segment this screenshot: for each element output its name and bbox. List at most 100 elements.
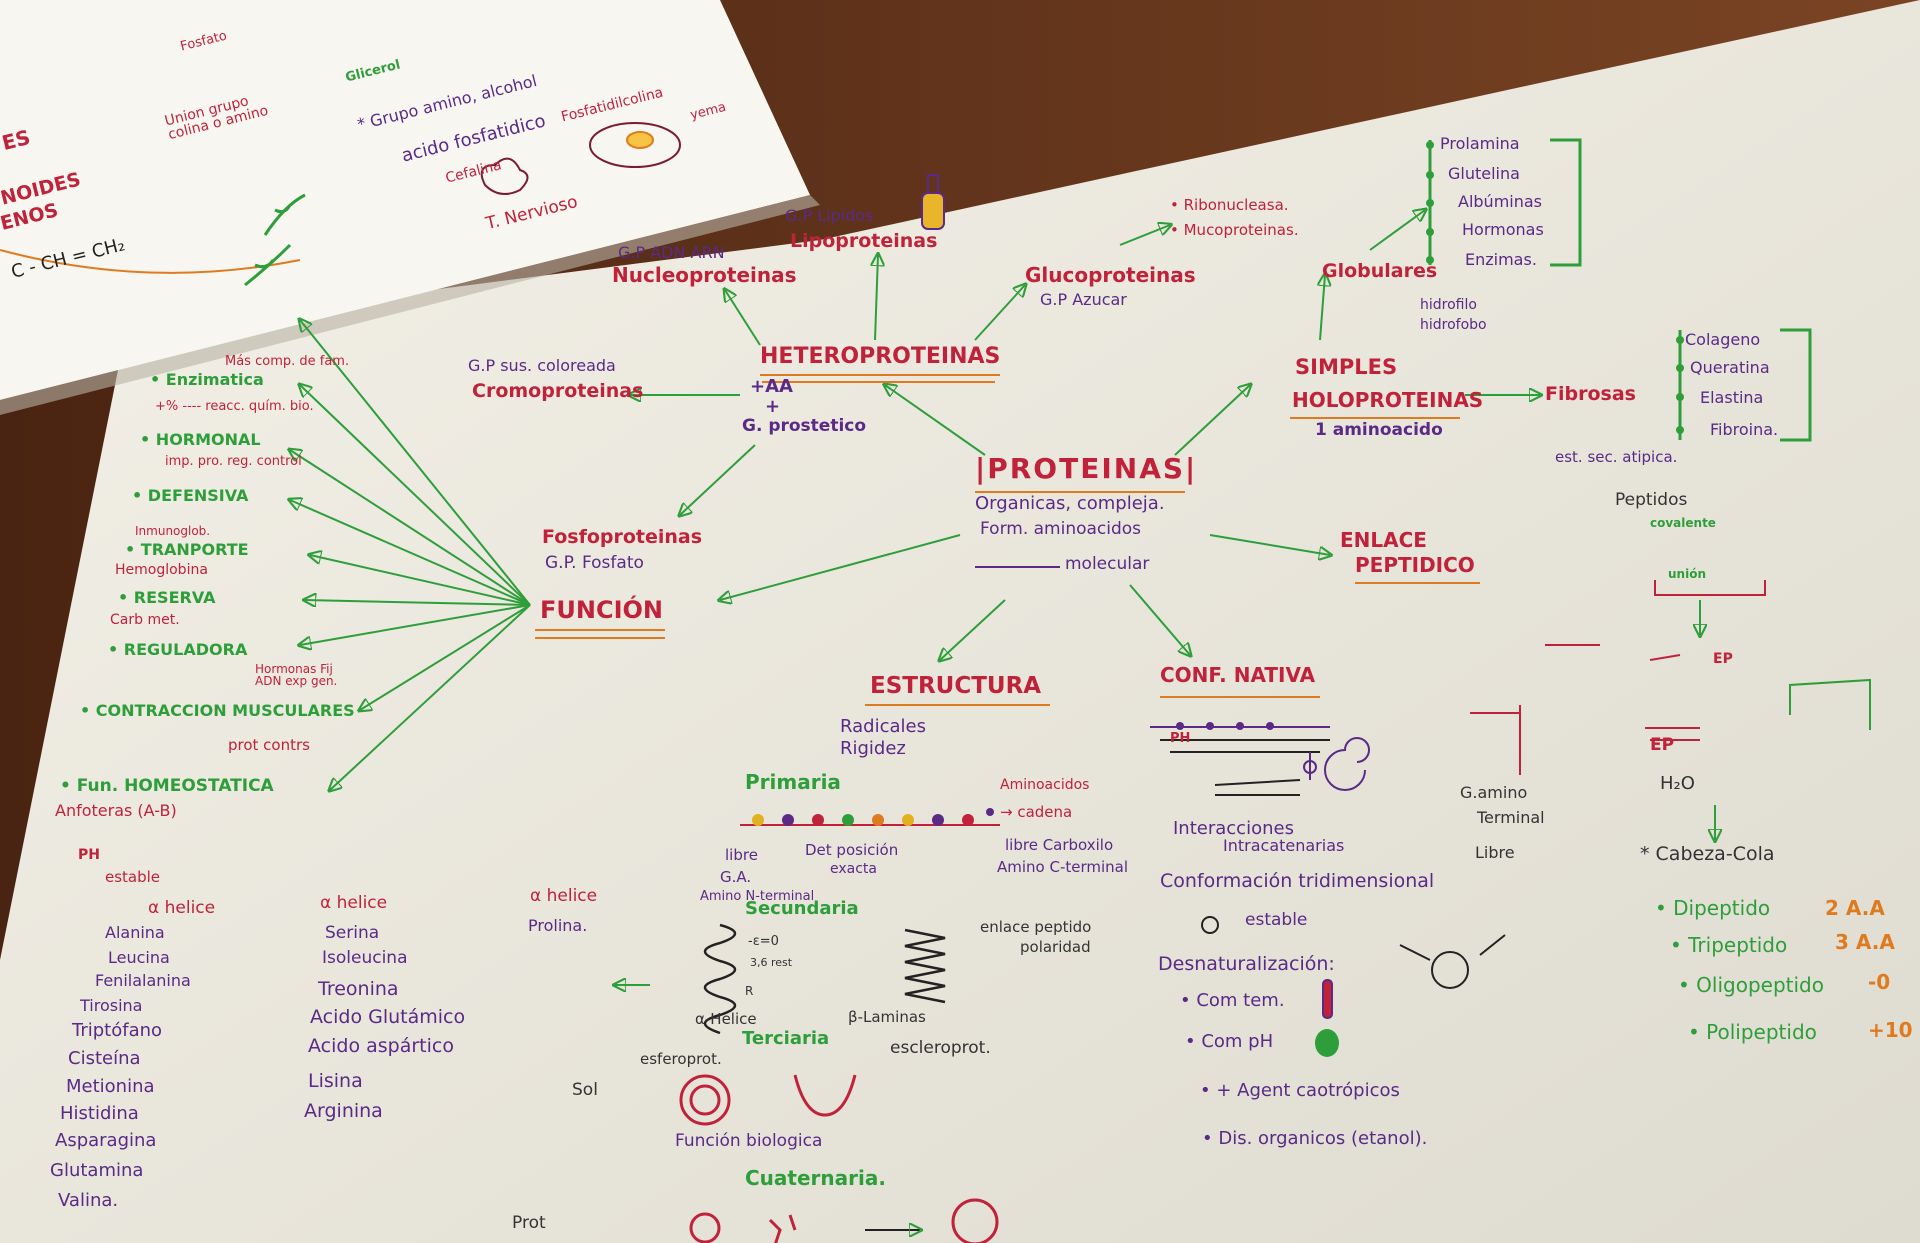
hidrofobo: hidrofobo (1420, 317, 1487, 333)
aa-metionina: Metionina (66, 1076, 155, 1097)
covalente: covalente (1650, 516, 1716, 530)
tertiary-shapes (679, 1074, 999, 1243)
funcion-fan-lines (290, 320, 531, 790)
aa-leucina: Leucina (108, 948, 170, 967)
cabeza-cola: * Cabeza-Cola (1640, 843, 1775, 865)
terciaria: Terciaria (742, 1028, 830, 1049)
g-amino: G.amino (1460, 783, 1528, 802)
proteinas-desc3: molecular (1065, 554, 1150, 574)
radicales: Radicales (840, 716, 926, 737)
aa-serina: Serina (325, 923, 380, 943)
amino-c: Amino C-terminal (997, 858, 1129, 876)
ep-1: EP (1713, 651, 1733, 667)
leaf-sketches (244, 193, 306, 287)
fibrosa-queratina: Queratina (1690, 358, 1770, 377)
esferoprot: esferoprot. (640, 1050, 722, 1068)
aa-triptofano: Triptófano (72, 1020, 163, 1041)
helix-param2: 3,6 rest (750, 956, 793, 969)
proteinas-title: |PROTEINAS| (975, 452, 1198, 485)
estructura: ESTRUCTURA (870, 673, 1042, 699)
funcion-reguladora: • REGULADORA (108, 640, 248, 659)
lipoproteinas: Lipoproteinas (790, 230, 938, 252)
com-ph: • Com pH (1185, 1031, 1274, 1052)
helix-r: R (745, 984, 754, 998)
dis-organicos: • Dis. organicos (etanol). (1202, 1128, 1428, 1149)
aa-alanina: Alanina (105, 923, 165, 942)
polipeptido-n: +10 (1868, 1018, 1913, 1042)
globular-albuminas: Albúminas (1458, 192, 1542, 211)
tripeptido: • Tripeptido (1670, 933, 1788, 957)
enlace-1: ENLACE (1340, 528, 1427, 552)
conf-ph: PH (1170, 731, 1191, 746)
funcion-defensiva-note: Inmunoglob. (135, 524, 211, 538)
alfa-helice-lbl: α-Helice (695, 1010, 757, 1028)
funcion-transporte-note: Hemoglobina (115, 562, 208, 578)
funcion-contraccion: • CONTRACCION MUSCULARES (80, 701, 355, 720)
oligopeptido: • Oligopeptido (1678, 973, 1824, 997)
prot: Prot (512, 1213, 546, 1233)
aa-treonina: Treonina (318, 978, 399, 1000)
proteinas-desc2: Form. aminoacidos (980, 519, 1142, 539)
funcion-enzimatica: • Enzimatica (150, 370, 264, 389)
funcion-hormonal: • HORMONAL (140, 430, 261, 449)
terminal: Terminal (1477, 808, 1545, 827)
funcion-transporte: • TRANPORTE (125, 540, 249, 559)
dipeptido: • Dipeptido (1655, 896, 1771, 920)
top-paper (0, 0, 810, 400)
globulares: Globulares (1322, 260, 1438, 282)
det-pos: Det posición (805, 841, 899, 859)
top-paper-shadow (0, 195, 820, 415)
funcion-reserva-note: Carb met. (110, 612, 180, 628)
funcion-homeostatica: • Fun. HOMEOSTATICA (60, 776, 274, 796)
polipeptido: • Polipeptido (1688, 1020, 1817, 1044)
bracket-dots (1426, 141, 1684, 434)
fibrosa-fibroina: Fibroina. (1710, 420, 1779, 439)
simples: SIMPLES (1295, 355, 1398, 379)
funcion-reserva: • RESERVA (118, 588, 216, 607)
glucoproteinas: Glucoproteinas (1025, 263, 1196, 287)
funcion-defensiva: • DEFENSIVA (132, 486, 249, 505)
gluco-gp: G.P Azucar (1040, 290, 1127, 309)
dipeptido-n: 2 A.A (1825, 896, 1885, 920)
desnaturalizacion: Desnaturalización: (1158, 953, 1335, 975)
ga: G.A. (720, 868, 752, 886)
sol: Sol (572, 1080, 598, 1100)
funcion-enzimatica-note: +% ---- reacc. quím. bio. (155, 399, 314, 414)
aa-glutamico: Acido Glutámico (310, 1006, 466, 1028)
cromo-gp: G.P sus. coloreada (468, 356, 616, 375)
exacta: exacta (830, 861, 877, 877)
peptidos: Peptidos (1615, 490, 1688, 510)
oligopeptido-n: -0 (1868, 970, 1891, 994)
holo-aa: 1 aminoacido (1315, 420, 1443, 440)
alfa-col2: α helice (320, 893, 388, 913)
globular-glutelina: Glutelina (1448, 164, 1520, 183)
aa-tirosina: Tirosina (80, 996, 143, 1015)
ep-2: EP (1650, 735, 1675, 755)
leaf-ph (1315, 1029, 1339, 1057)
globular-hormonas: Hormonas (1462, 220, 1544, 239)
fibrosa-colageno: Colageno (1685, 330, 1761, 349)
agent-caotropicos: • + Agent caotrópicos (1200, 1080, 1400, 1101)
tripeptido-n: 3 A.A (1835, 930, 1895, 954)
rigidez: Rigidez (840, 738, 906, 759)
intracatenarias: Intracatenarias (1223, 836, 1345, 855)
aa-arginina: Arginina (304, 1100, 383, 1122)
estable-conf: estable (1245, 910, 1308, 930)
conf-nativa-sketch (1150, 722, 1506, 989)
lipid-bottle (921, 174, 945, 230)
cadena: → cadena (1000, 803, 1073, 821)
nucleo-gp: G.P ADN ARN (618, 243, 725, 262)
aa-valina: Valina. (58, 1190, 119, 1211)
funcion-reguladora-note: Hormonas Fij ADN exp gen. (255, 662, 338, 688)
fibrosa-elastina: Elastina (1700, 388, 1764, 407)
aa-isoleucina: Isoleucina (322, 948, 408, 968)
aa-histidina: Histidina (60, 1103, 139, 1124)
fibrosas: Fibrosas (1545, 383, 1636, 405)
libre-right: Libre (1475, 843, 1515, 862)
underlines (535, 374, 1480, 706)
primaria-chain (740, 808, 1000, 826)
fosfo-gp: G.P. Fosfato (545, 553, 644, 573)
beta-laminas-lbl: β-Laminas (848, 1008, 926, 1026)
ribonucleasa: • Ribonucleasa. (1170, 196, 1289, 214)
